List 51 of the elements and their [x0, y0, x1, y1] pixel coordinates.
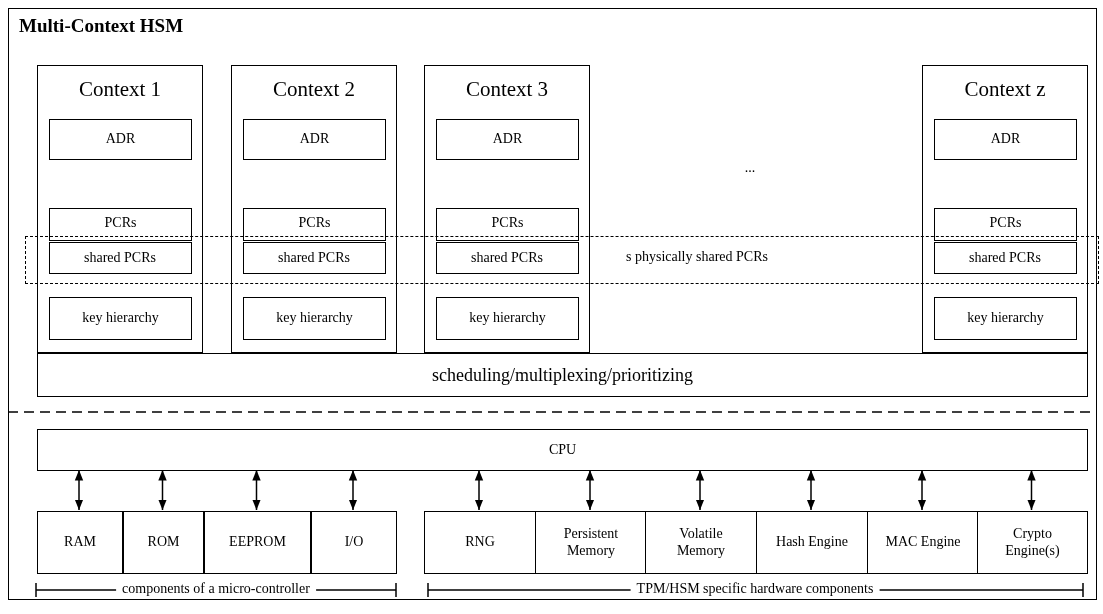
component-box: PCRs	[436, 208, 579, 241]
double-arrow	[1027, 469, 1036, 511]
double-arrow	[74, 469, 84, 511]
region-label: s physically shared PCRs	[626, 249, 768, 266]
component-box: I/O	[311, 511, 397, 574]
context-box	[231, 65, 397, 353]
component-box: Volatile Memory	[645, 511, 757, 574]
component-box: CPU	[37, 429, 1088, 471]
component-box: ADR	[49, 119, 192, 160]
component-box: Persistent Memory	[535, 511, 647, 574]
component-box: key hierarchy	[934, 297, 1077, 340]
bracket-label: components of a micro-controller	[116, 581, 316, 597]
component-box: shared PCRs	[933, 242, 1077, 274]
context-title: Context 3	[464, 77, 550, 102]
component-box: RAM	[37, 511, 123, 574]
context-title: Context 1	[77, 77, 163, 102]
context-title: Context 2	[271, 77, 357, 102]
double-arrow	[695, 469, 705, 511]
context-box	[37, 65, 203, 353]
context-box	[424, 65, 590, 353]
double-arrow	[585, 469, 595, 511]
context-box	[922, 65, 1088, 353]
component-box: Hash Engine	[756, 511, 868, 574]
hsm-frame	[8, 8, 1097, 600]
double-arrow	[806, 469, 816, 511]
component-box: key hierarchy	[243, 297, 386, 340]
frame-title: Multi-Context HSM	[19, 15, 184, 37]
double-arrow	[158, 469, 167, 511]
double-arrow	[252, 469, 261, 511]
context-title: Context z	[963, 77, 1047, 102]
component-box: shared PCRs	[435, 242, 579, 274]
component-box: ROM	[123, 511, 204, 574]
bracket-label: TPM/HSM specific hardware components	[630, 581, 880, 597]
component-box: shared PCRs	[242, 242, 386, 274]
double-arrow	[474, 469, 484, 511]
component-box: PCRs	[49, 208, 192, 241]
component-box: scheduling/multiplexing/prioritizing	[37, 353, 1088, 397]
component-box: RNG	[424, 511, 536, 574]
double-arrow	[348, 469, 358, 511]
component-box: ADR	[243, 119, 386, 160]
component-box: MAC Engine	[867, 511, 979, 574]
component-box: EEPROM	[204, 511, 311, 574]
component-box: Crypto Engine(s)	[977, 511, 1088, 574]
component-box: ADR	[436, 119, 579, 160]
double-arrow	[917, 469, 927, 511]
component-box: key hierarchy	[49, 297, 192, 340]
component-box: ADR	[934, 119, 1077, 160]
component-box: key hierarchy	[436, 297, 579, 340]
component-box: PCRs	[243, 208, 386, 241]
component-box: shared PCRs	[48, 242, 192, 274]
component-box: PCRs	[934, 208, 1077, 241]
